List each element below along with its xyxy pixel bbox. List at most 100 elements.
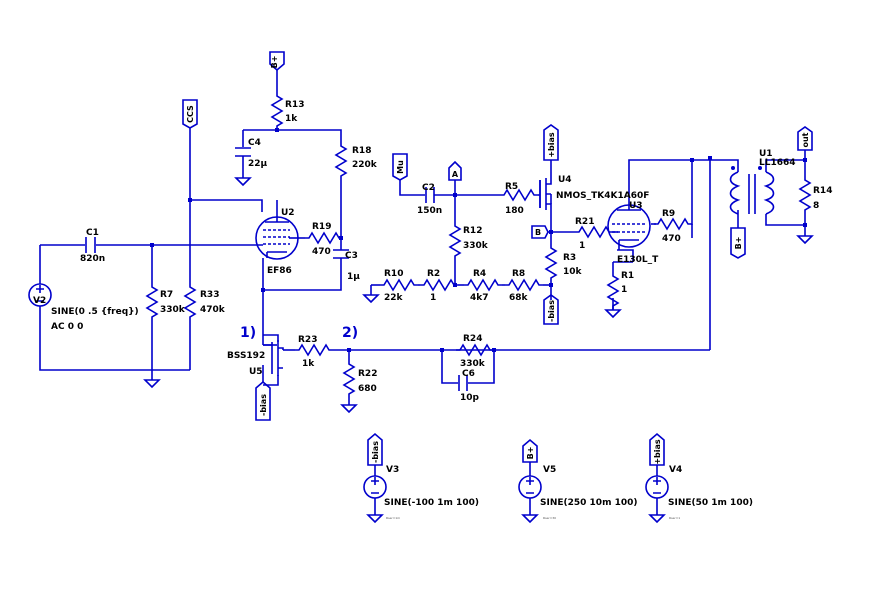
resistor-r18	[335, 141, 347, 181]
label-r33-name: R33	[200, 290, 219, 300]
svg-text:-bias: -bias	[371, 441, 380, 463]
label-u4-name: U4	[558, 175, 572, 185]
label-r7-value: 330k	[160, 305, 186, 315]
voltage-source-v3	[363, 465, 387, 515]
label-r19-name: R19	[312, 222, 331, 232]
label-r4-name: R4	[473, 269, 486, 279]
label-r4-value: 4k7	[470, 293, 489, 303]
flag-bplus-v5: B+	[522, 438, 538, 463]
label-r21-value: 1	[579, 241, 585, 251]
label-r10-value: 22k	[384, 293, 404, 303]
resistor-r8	[504, 279, 544, 291]
ground-icon	[341, 404, 357, 413]
resistor-r10	[379, 279, 419, 291]
svg-text:B: B	[535, 228, 541, 237]
resistor-r4	[463, 279, 503, 291]
capacitor-c1	[85, 237, 96, 253]
label-r22-value: 680	[358, 384, 377, 394]
label-c3-name: C3	[345, 251, 358, 261]
resistor-r33	[184, 282, 196, 322]
label-r22-name: R22	[358, 369, 377, 379]
ground-icon	[367, 514, 383, 523]
resistor-r14	[799, 175, 811, 215]
label-v3-name: V3	[386, 465, 399, 475]
mosfet-u4	[539, 172, 552, 210]
label-u1-value: LL1664	[759, 158, 796, 168]
label-u1-name: U1	[759, 149, 773, 159]
resistor-r22	[343, 359, 355, 399]
label-r14-value: 8	[813, 201, 819, 211]
label-v4-tiny: Rser=1	[669, 516, 680, 520]
svg-text:+bias: +bias	[547, 132, 556, 158]
label-c4-name: C4	[248, 138, 261, 148]
label-c2-name: C2	[422, 183, 435, 193]
svg-text:B+: B+	[270, 56, 279, 69]
label-r1-value: 1	[621, 285, 627, 295]
resistor-r23	[294, 344, 334, 356]
component-labels: R13 1k C4 22µ R18 220k U2 EF86 R19 470 C…	[33, 100, 832, 520]
ground-icon	[522, 514, 538, 523]
label-u3-name: U3	[629, 201, 643, 211]
label-r2-name: R2	[427, 269, 440, 279]
wires	[39, 70, 806, 405]
label-r9-name: R9	[662, 209, 675, 219]
label-r24-value: 330k	[460, 359, 486, 369]
flag-b: B	[531, 225, 549, 239]
capacitors	[85, 147, 468, 391]
label-r13-name: R13	[285, 100, 304, 110]
label-r7-name: R7	[160, 290, 173, 300]
label-v5-tiny: Rser=30	[543, 516, 556, 520]
label-v2-extra: AC 0 0	[51, 322, 83, 332]
flag-plus-bias-v4: +bias	[649, 432, 665, 466]
label-c6-name: C6	[462, 369, 475, 379]
label-r10-name: R10	[384, 269, 403, 279]
tube-ef86	[255, 214, 299, 262]
label-c6-value: 10p	[460, 393, 480, 403]
voltage-source-v5	[518, 462, 542, 515]
resistor-r3	[545, 243, 557, 283]
label-r18-name: R18	[352, 146, 371, 156]
flag-minus-bias-mid: -bias	[543, 294, 559, 325]
label-u2-name: U2	[281, 208, 295, 218]
resistor-r7	[146, 282, 158, 322]
label-v3-value: SINE(-100 1m 100)	[384, 498, 479, 508]
flag-out: out	[797, 126, 813, 151]
svg-text:Mu: Mu	[396, 160, 405, 174]
label-r19-value: 470	[312, 247, 331, 257]
ground-icon	[605, 309, 621, 318]
flag-a: A	[448, 160, 462, 181]
label-r12-value: 330k	[463, 241, 489, 251]
label-v3-tiny: Rser=1m	[386, 516, 400, 520]
flag-minus-bias-v3: -bias	[367, 432, 383, 466]
label-r33-value: 470k	[200, 305, 226, 315]
flag-bplus-top: B+	[269, 51, 285, 72]
annotation-node-1: 1)	[240, 325, 256, 341]
voltage-source-v2	[28, 283, 52, 307]
flag-plus-bias-top: +bias	[543, 124, 559, 161]
capacitor-c3	[333, 249, 349, 259]
label-r3-name: R3	[563, 253, 576, 263]
mosfet-u5	[263, 340, 284, 376]
ground-icon	[144, 379, 160, 388]
svg-text:+bias: +bias	[653, 439, 662, 465]
label-c1-value: 820n	[80, 254, 105, 264]
label-v2-name: V2	[33, 296, 46, 306]
label-c3-value: 1µ	[347, 272, 360, 282]
resistor-r21	[574, 226, 614, 238]
label-c2-value: 150n	[417, 206, 442, 216]
flag-mu: Mu	[392, 153, 408, 181]
label-r8-name: R8	[512, 269, 525, 279]
label-v5-value: SINE(250 10m 100)	[540, 498, 637, 508]
label-r13-value: 1k	[285, 114, 298, 124]
flag-ccs: CCS	[182, 99, 198, 129]
sources	[28, 283, 669, 515]
label-v2-value: SINE(0 .5 {freq})	[51, 307, 139, 317]
resistor-r9	[653, 218, 693, 230]
ground-icon	[235, 177, 251, 186]
label-v5-name: V5	[543, 465, 556, 475]
label-r14-name: R14	[813, 186, 832, 196]
svg-text:CCS: CCS	[186, 105, 195, 123]
annotation-node-2: 2)	[342, 325, 358, 341]
flag-minus-bias-u5: -bias	[255, 380, 271, 421]
tube-e130l	[607, 190, 651, 250]
